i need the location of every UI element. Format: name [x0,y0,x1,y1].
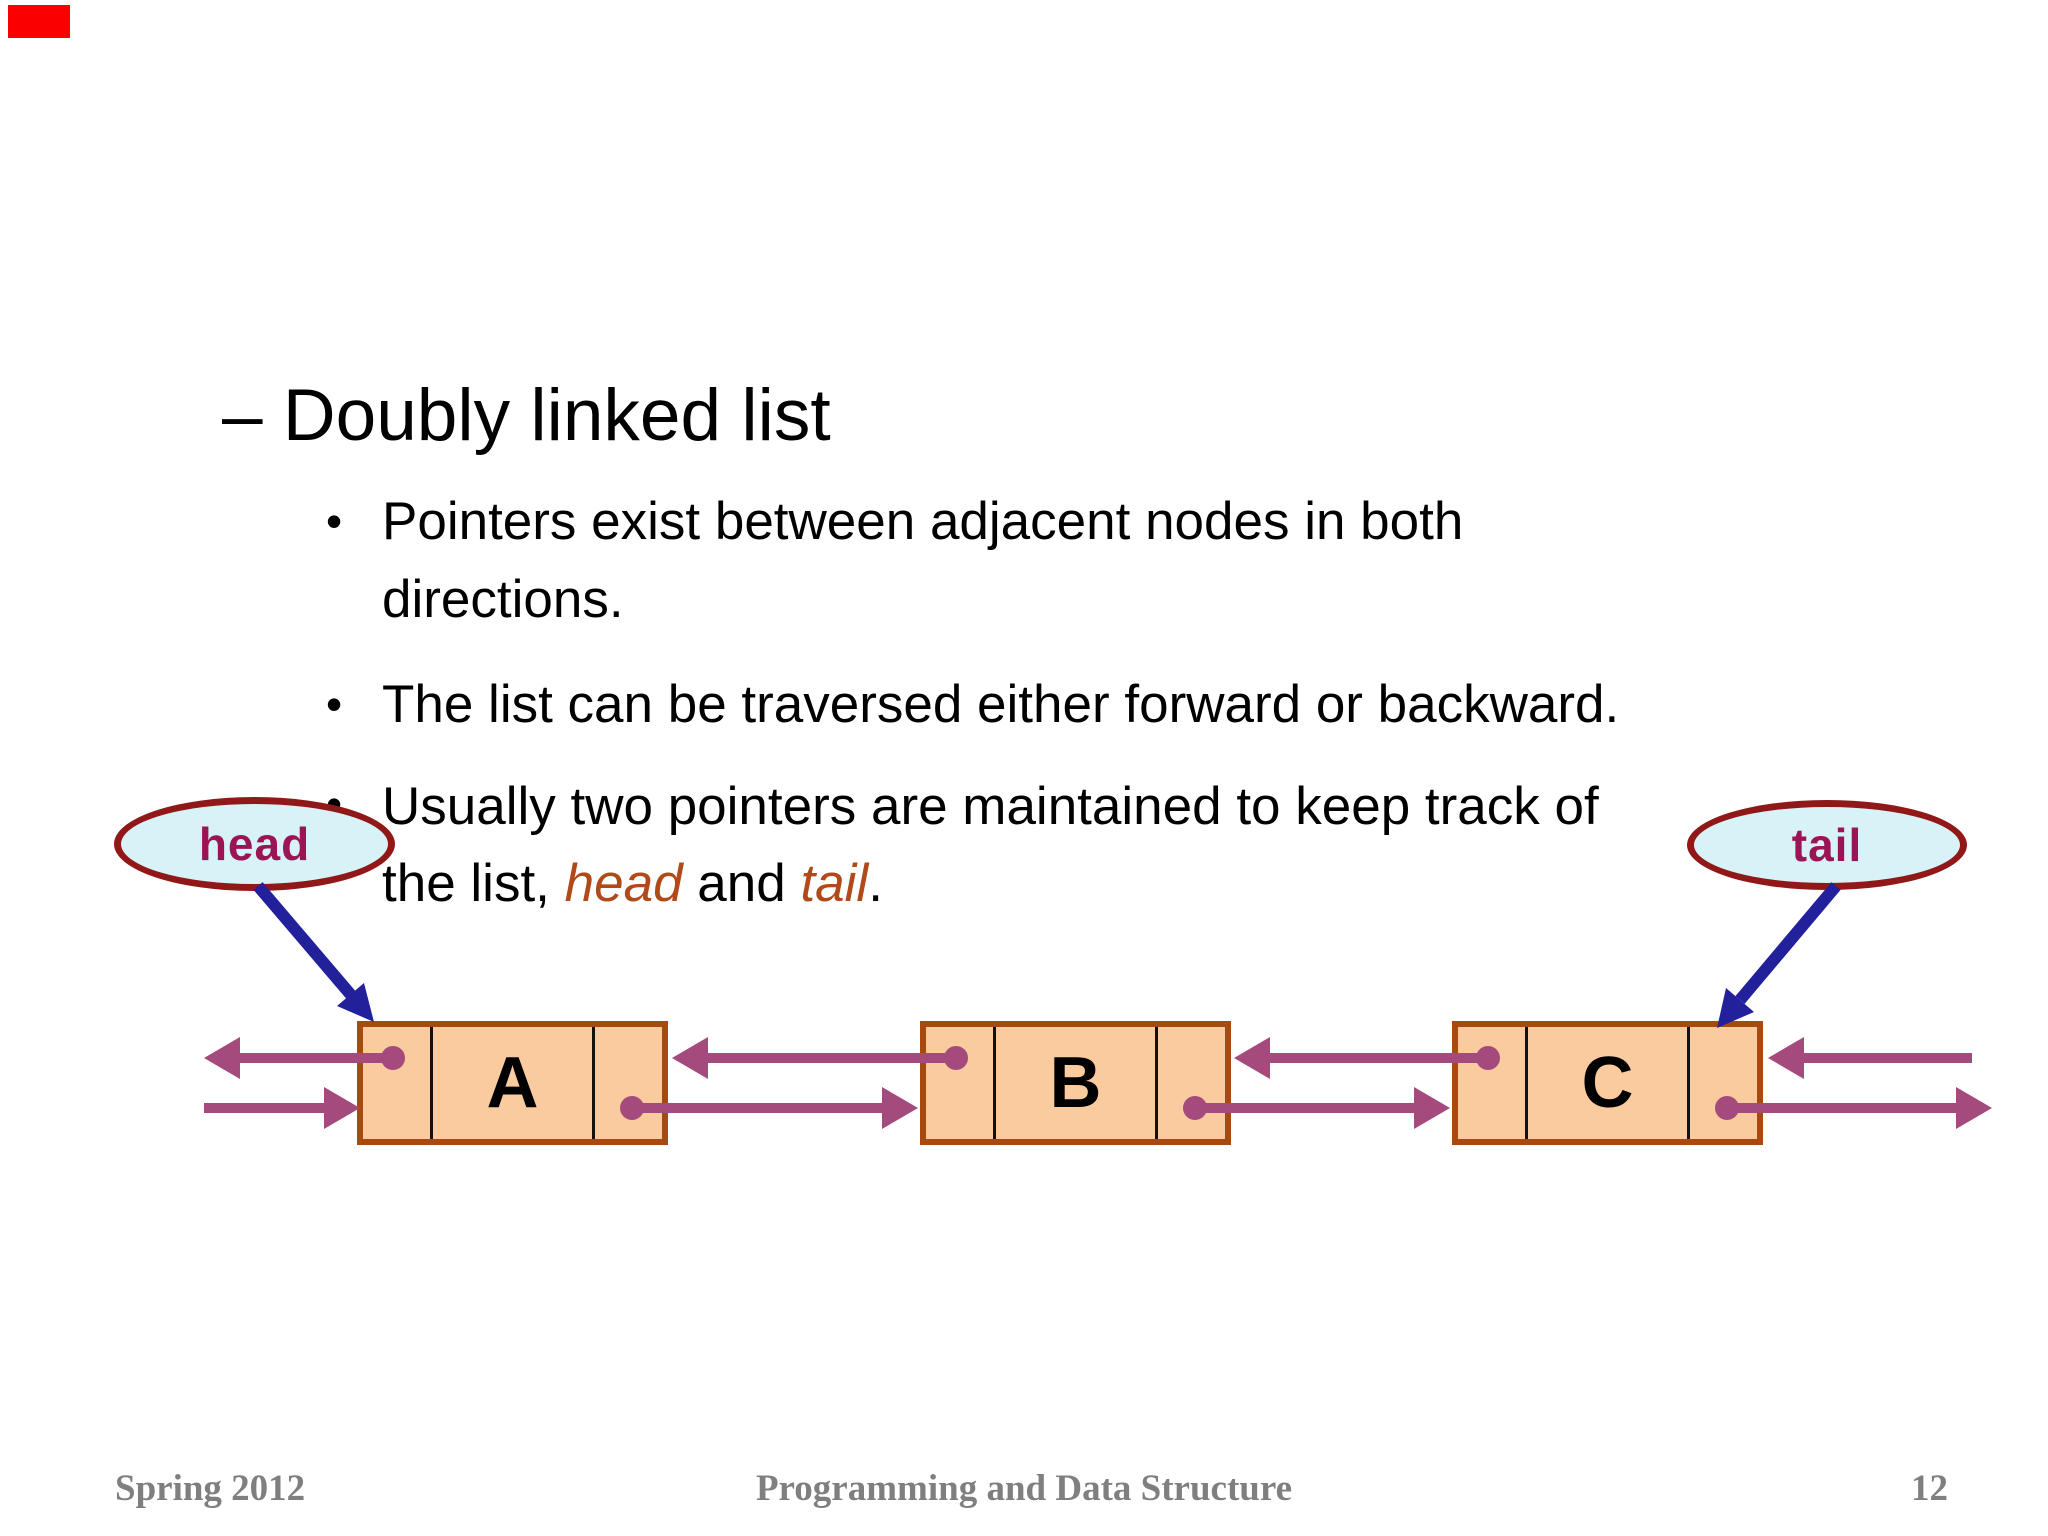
backward-arrow-c-to-b [1234,1037,1488,1079]
node-c-prev-divider [1525,1027,1529,1139]
forward-arrow-a-to-b [632,1087,918,1129]
node-box-b: B [920,1021,1231,1145]
node-b-next-divider [1154,1027,1158,1139]
forward-arrow-c-out [1727,1087,1992,1129]
bullet-dot: • [326,495,343,547]
node-box-a: A [357,1021,668,1145]
node-b-prev-divider [993,1027,997,1139]
node-a-next-divider [591,1027,595,1139]
backward-arrow-b-to-a [672,1037,956,1079]
node-a-label: A [486,1043,539,1123]
bullet-2-line-1: The list can be traversed either forward… [382,675,1620,734]
red-corner-marker [8,5,70,38]
bullet-3-line-1: Usually two pointers are maintained to k… [382,777,1599,836]
bullet-3-line-2: the list, head and tail. [382,854,883,913]
bullet-1-line-1: Pointers exist between adjacent nodes in… [382,492,1464,551]
node-a-prev-divider [430,1027,434,1139]
head-callout-ellipse: head [114,797,395,891]
head-emphasis-word: head [564,854,683,913]
bullet-dot: • [326,678,343,730]
backward-arrow-in-from-right [1768,1037,1972,1079]
tail-callout-ellipse: tail [1687,800,1967,890]
forward-arrow-b-to-c [1195,1087,1450,1129]
bullet-1-line-2: directions. [382,570,624,629]
bullet-3-line-2-suffix: . [868,854,883,913]
node-c-label: C [1581,1043,1634,1123]
forward-arrow-in-from-left [204,1087,360,1129]
tail-callout-label: tail [1791,819,1863,871]
head-callout-label: head [198,818,311,870]
footer-course-title: Programming and Data Structure [755,1468,1293,1509]
head-pointer-arrow [253,882,374,1022]
bullet-3-line-2-mid: and [682,854,801,913]
bullet-3-line-2-prefix: the list, [382,854,565,913]
tail-emphasis-word: tail [800,854,869,913]
node-b-label: B [1049,1043,1102,1123]
slide-title: – Doubly linked list [222,375,831,456]
tail-pointer-arrow [1717,882,1841,1028]
node-box-c: C [1452,1021,1763,1145]
node-c-next-divider [1686,1027,1690,1139]
footer-page-number: 12 [1911,1468,1948,1509]
footer-semester: Spring 2012 [115,1468,306,1509]
